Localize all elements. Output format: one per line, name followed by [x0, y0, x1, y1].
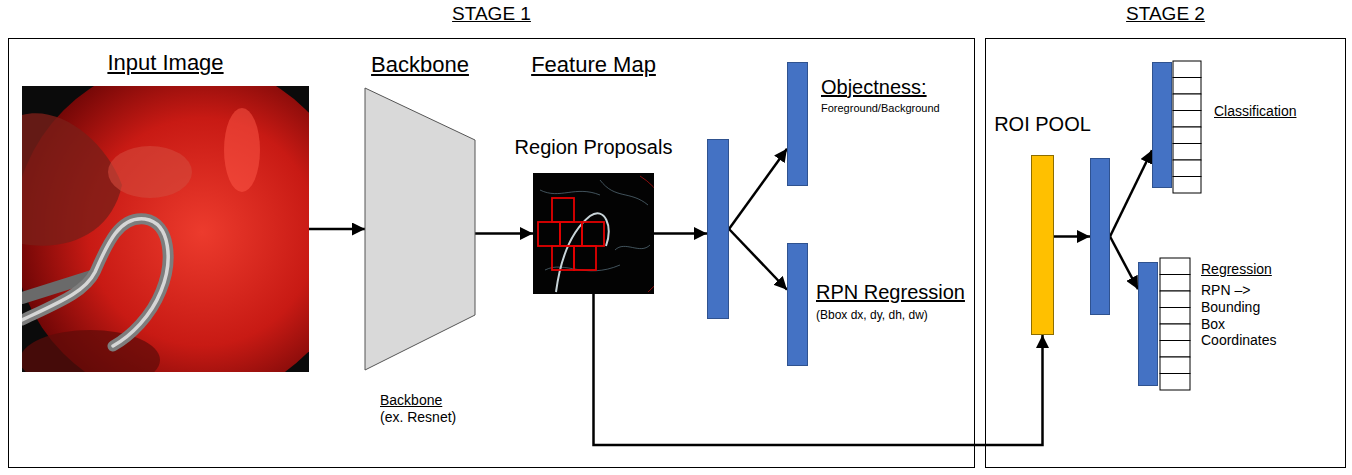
output-heading: Objectness: [821, 75, 927, 99]
stage-panel: ROI POOLClassificationRegressionRPN –> B… [985, 38, 1346, 468]
flow-arrow [475, 232, 533, 235]
feature-arc [640, 176, 654, 292]
vector-cell [1160, 374, 1190, 391]
surgical-hook [22, 219, 168, 346]
panel-heading: Input Image [107, 50, 223, 76]
proposal-box [552, 246, 574, 270]
proposal-box [560, 222, 582, 246]
feature-hook [556, 213, 609, 292]
vector-cell [1173, 127, 1201, 144]
panel-heading: Backbone [371, 52, 469, 78]
vector-cell [1160, 357, 1190, 374]
input-image: Input Image [22, 86, 309, 372]
proposal-box [574, 246, 596, 270]
flow-arrow [594, 294, 1043, 445]
flow-arrow [654, 232, 707, 235]
rpn-regression-bar: RPN Regression(Bbox dx, dy, dh, dw) [787, 243, 808, 366]
feature-map: Feature MapRegion Proposals [533, 173, 654, 294]
regression-bar: RegressionRPN –> Bounding Box Coordinate… [1138, 262, 1158, 386]
vector-cell [1160, 258, 1190, 275]
endoscopic-image [22, 86, 309, 372]
vector-cell [1160, 341, 1190, 358]
vector-cell [1173, 177, 1201, 194]
vector-cell [1173, 144, 1201, 161]
objectness-bar: Objectness:Foreground/Background [787, 62, 808, 186]
classification-vector [1173, 61, 1201, 193]
feature-map-caption: Region Proposals [515, 135, 673, 159]
flow-arrow [1054, 235, 1090, 238]
tissue-highlight [224, 108, 260, 192]
output-heading: Classification [1214, 103, 1296, 120]
feature-map-image [538, 176, 654, 292]
panel-heading: Feature Map [531, 52, 656, 78]
proposal-box [582, 222, 604, 246]
output-note: RPN –> Bounding Box Coordinates [1201, 282, 1281, 349]
backbone-shape [365, 88, 475, 370]
vector-cell [1173, 94, 1201, 111]
backbone-trapezoid: BackboneBackbone (ex. Resnet) [365, 88, 475, 370]
endoscope-field [22, 86, 309, 372]
flow-arrow [1110, 150, 1152, 236]
flow-arrow [729, 229, 787, 290]
vector-cell [1160, 324, 1190, 341]
proposal-box [538, 222, 560, 246]
trapezoid-outline [365, 88, 475, 370]
flow-arrow [1110, 237, 1138, 290]
tissue [108, 146, 192, 198]
rpn-layer-bar [707, 139, 729, 319]
classification-bar: Classification [1152, 62, 1172, 188]
roi-pool-bar: ROI POOL [1031, 155, 1054, 335]
stage-title: STAGE 2 [1126, 3, 1205, 26]
vector-cell [1160, 291, 1190, 308]
hook-highlight [22, 219, 168, 346]
tissue [22, 330, 160, 372]
flow-arrow [729, 149, 787, 229]
output-heading: RPN Regression [816, 280, 965, 304]
head-layer-bar [1090, 158, 1110, 315]
stage-title: STAGE 1 [452, 3, 531, 26]
feature-map-background [533, 173, 654, 294]
vector-cell [1173, 78, 1201, 95]
vector-cell [1160, 308, 1190, 325]
output-heading: Regression [1201, 261, 1272, 278]
vector-cell [1160, 275, 1190, 292]
vector-cell [1173, 111, 1201, 128]
tissue [22, 113, 122, 245]
vector-cell [1173, 160, 1201, 177]
vector-cell [1173, 61, 1201, 78]
proposal-box [552, 198, 574, 222]
regression-vector [1160, 258, 1190, 390]
stage-panel: Input ImageBackboneBackbone (ex. Resnet)… [8, 38, 975, 468]
feature-texture [540, 180, 650, 271]
output-note: Foreground/Background [821, 102, 940, 115]
output-note: (Bbox dx, dy, dh, dw) [816, 308, 928, 322]
flow-arrow [309, 228, 365, 231]
backbone-caption: Backbone (ex. Resnet) [380, 392, 462, 426]
layer-label: ROI POOL [994, 112, 1091, 136]
